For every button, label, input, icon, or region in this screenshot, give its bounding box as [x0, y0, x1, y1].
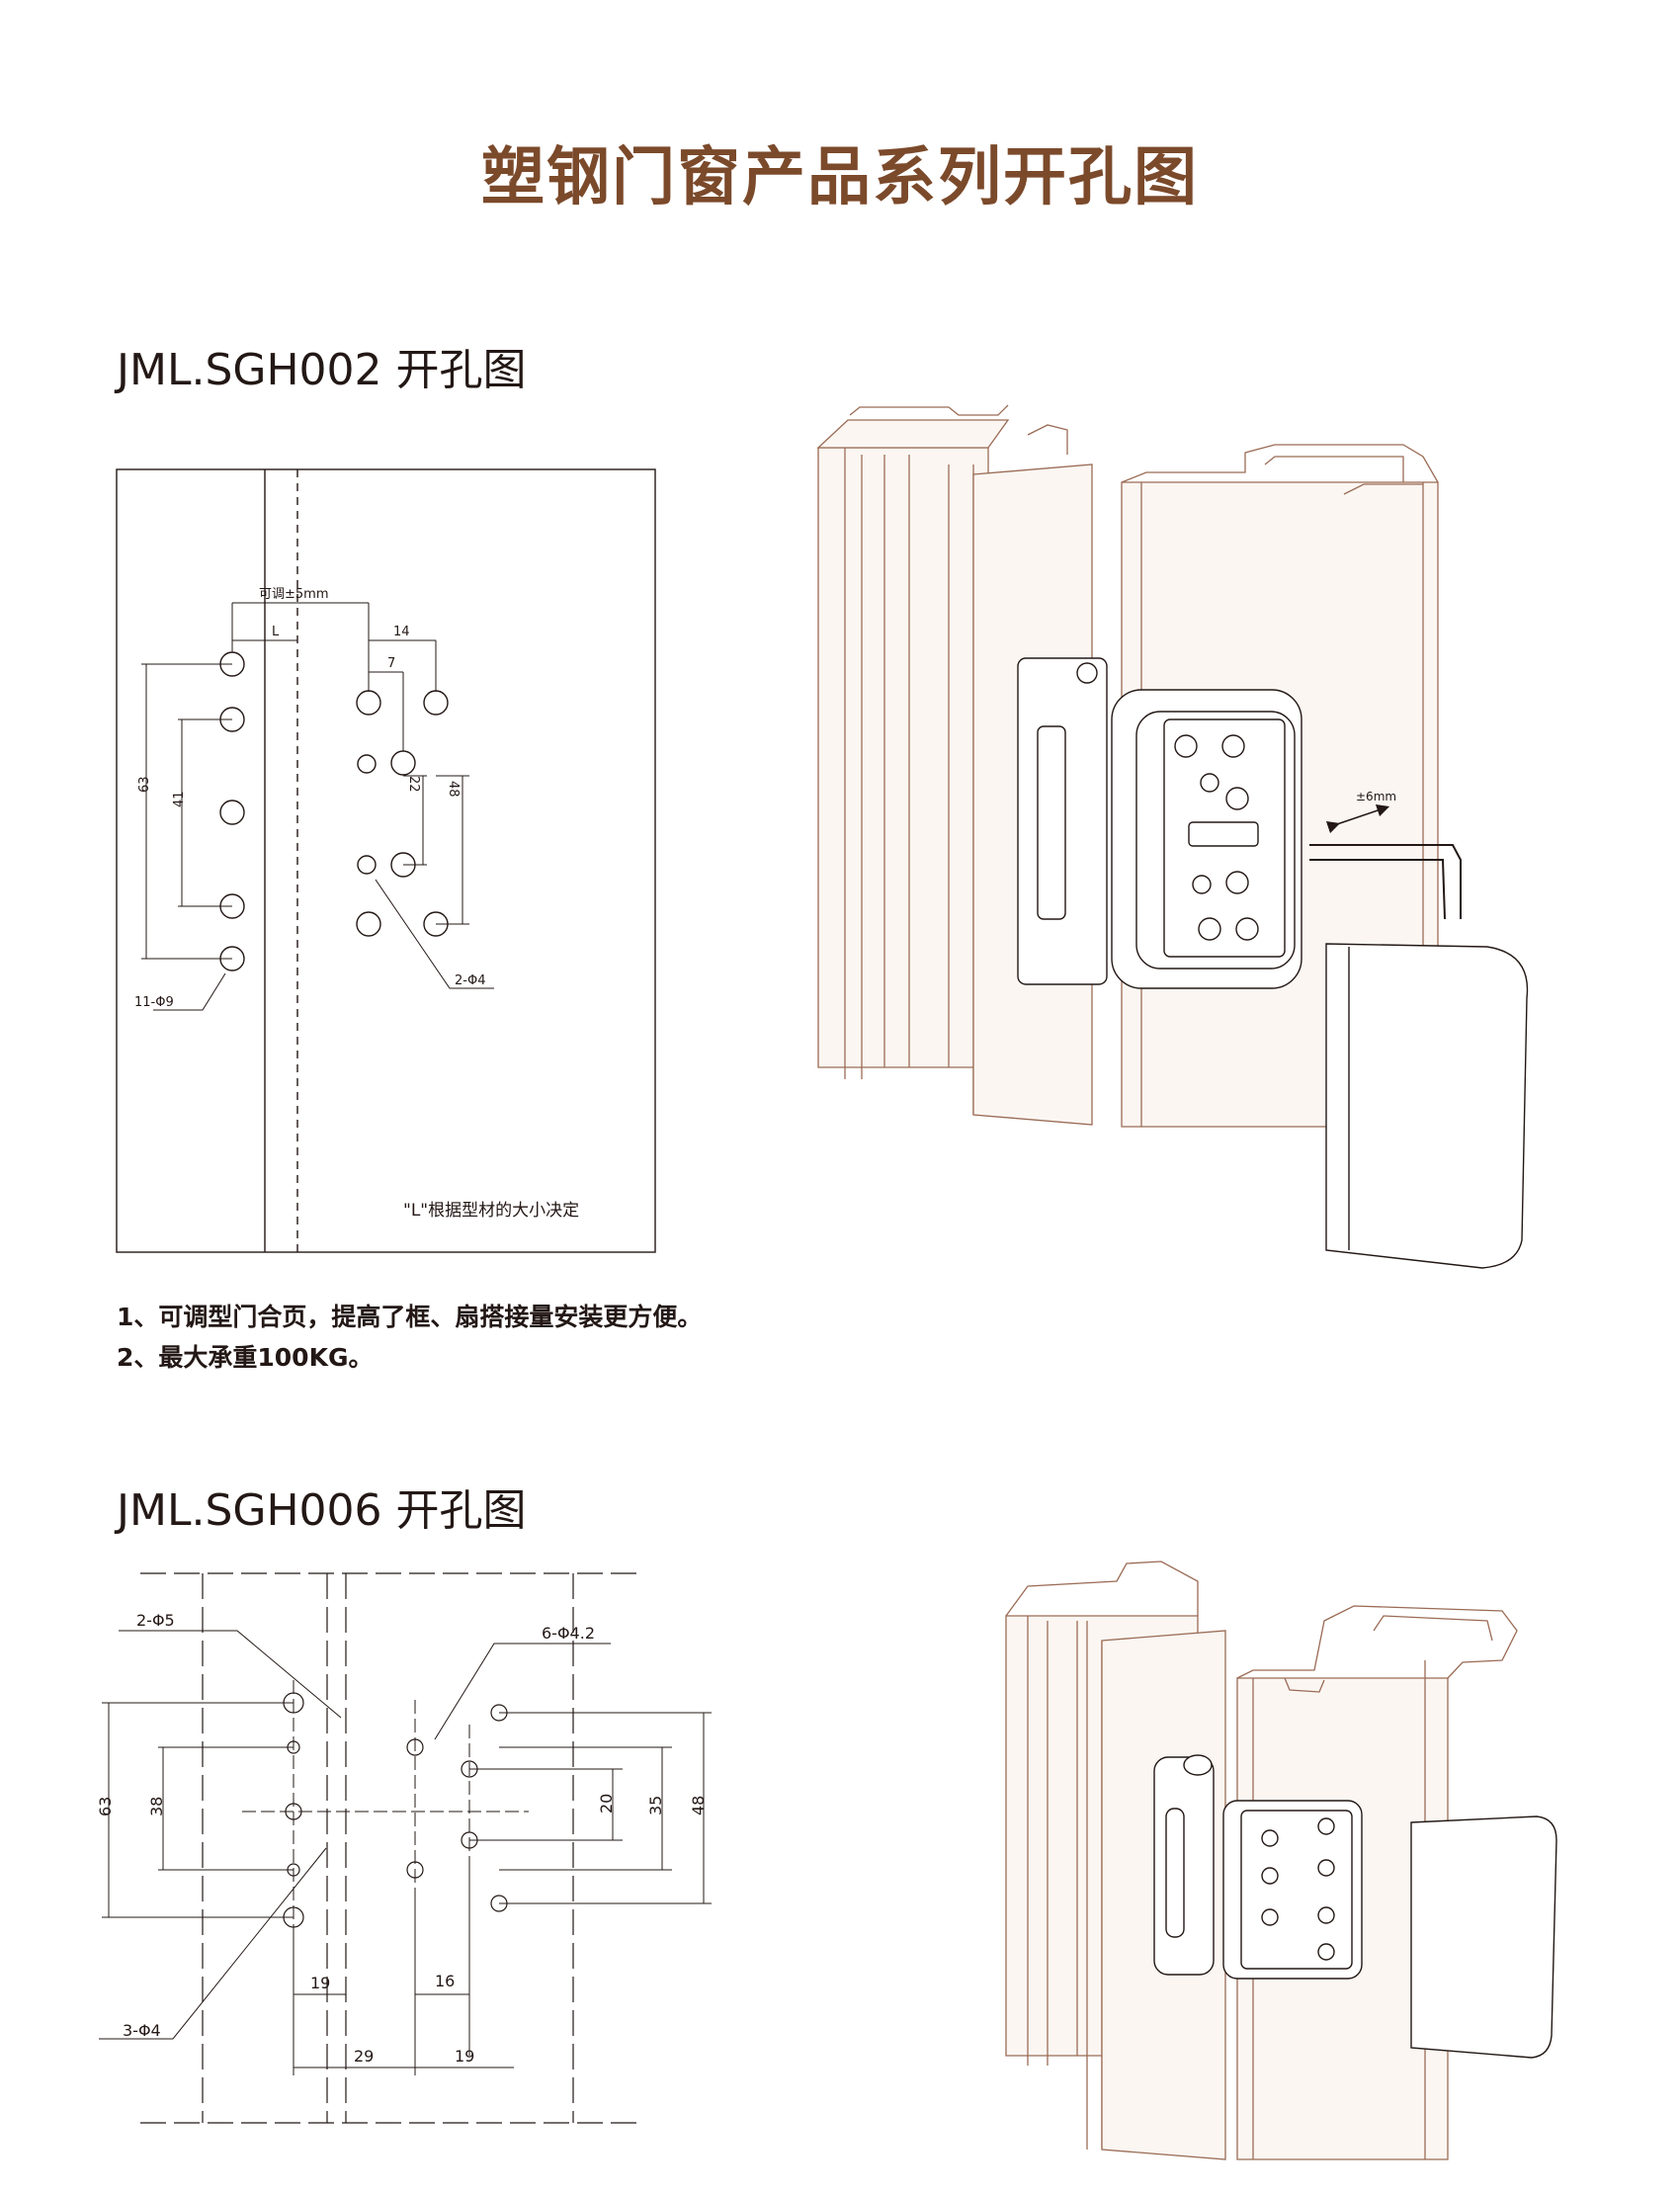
dim-14: 14 — [393, 625, 410, 639]
dim6-20: 20 — [597, 1794, 616, 1814]
dim6-35: 35 — [646, 1796, 665, 1815]
note-line-1: 1、可调型门合页，提高了框、扇搭接量安装更方便。 — [117, 1303, 703, 1331]
sgh006-holes — [283, 1692, 508, 1928]
product-notes: 1、可调型门合页，提高了框、扇搭接量安装更方便。 2、最大承重100KG。 — [117, 1297, 702, 1378]
dim6-38: 38 — [147, 1797, 166, 1816]
sgh002-hinge-body — [1017, 657, 1529, 1269]
sgh002-drawing-frame — [116, 468, 656, 1253]
dim-41: 41 — [172, 791, 187, 807]
sgh006-drilling-drawing: 2-Φ5 6-Φ4.2 3-Φ4 63 38 20 35 48 19 16 29… — [96, 1572, 712, 2124]
sgh002-dimension-lines — [141, 602, 494, 1011]
sgh002-dimension-labels: 可调±5mm L 14 7 63 41 22 48 11-Φ9 2-Φ4 "L"… — [134, 587, 579, 1221]
dim6-19b: 19 — [455, 2047, 474, 2066]
hinge-mounting-plate — [1163, 718, 1286, 958]
dim6-16: 16 — [435, 1972, 455, 1990]
sgh006-hinge-illustration — [1005, 1561, 1518, 2160]
hinge-cover-cap — [1325, 943, 1529, 1269]
sgh006-centerlines — [242, 1680, 529, 1942]
note-line-2: 2、最大承重100KG。 — [117, 1343, 374, 1372]
adjust-arrow — [1325, 804, 1390, 834]
dim-63: 63 — [137, 776, 152, 793]
dim-22: 22 — [406, 776, 421, 793]
sgh006-dimension-labels: 2-Φ5 6-Φ4.2 3-Φ4 63 38 20 35 48 19 16 29… — [96, 1611, 708, 2066]
dim-L: L — [272, 625, 280, 639]
section-title-sgh002: JML.SGH002 开孔图 — [117, 345, 527, 395]
holes-2-phi5: 2-Φ5 — [136, 1611, 175, 1630]
sgh002-drilling-drawing: 可调±5mm L 14 7 63 41 22 48 11-Φ9 2-Φ4 "L"… — [116, 468, 656, 1253]
page-title: 塑钢门窗产品系列开孔图 — [481, 141, 1199, 214]
dim6-63: 63 — [96, 1797, 115, 1816]
dim-7: 7 — [387, 656, 395, 671]
dim-48: 48 — [446, 781, 461, 798]
holes-11-phi9: 11-Φ9 — [134, 995, 174, 1010]
holes-2-phi4: 2-Φ4 — [455, 973, 485, 988]
holes-6-phi4-2: 6-Φ4.2 — [542, 1624, 595, 1643]
dim-adjust: 可调±5mm — [259, 587, 329, 602]
section-title-sgh006: JML.SGH006 开孔图 — [117, 1485, 527, 1536]
holes-3-phi4: 3-Φ4 — [123, 2021, 161, 2040]
left-frame-profile — [817, 447, 989, 1068]
dim6-19a: 19 — [310, 1974, 330, 1992]
sgh006-dimension-lines — [99, 1630, 712, 2075]
hinge-cover-cap-2 — [1410, 1815, 1557, 2059]
adjust-range-label: ±6mm — [1356, 790, 1396, 803]
profile-size-note: "L"根据型材的大小决定 — [403, 1201, 579, 1221]
sgh002-right-holes — [356, 690, 449, 937]
dim6-29: 29 — [354, 2047, 374, 2066]
dim6-48: 48 — [689, 1796, 708, 1815]
sgh006-hinge-body — [1153, 1754, 1557, 2059]
sgh002-left-holes — [219, 651, 245, 971]
